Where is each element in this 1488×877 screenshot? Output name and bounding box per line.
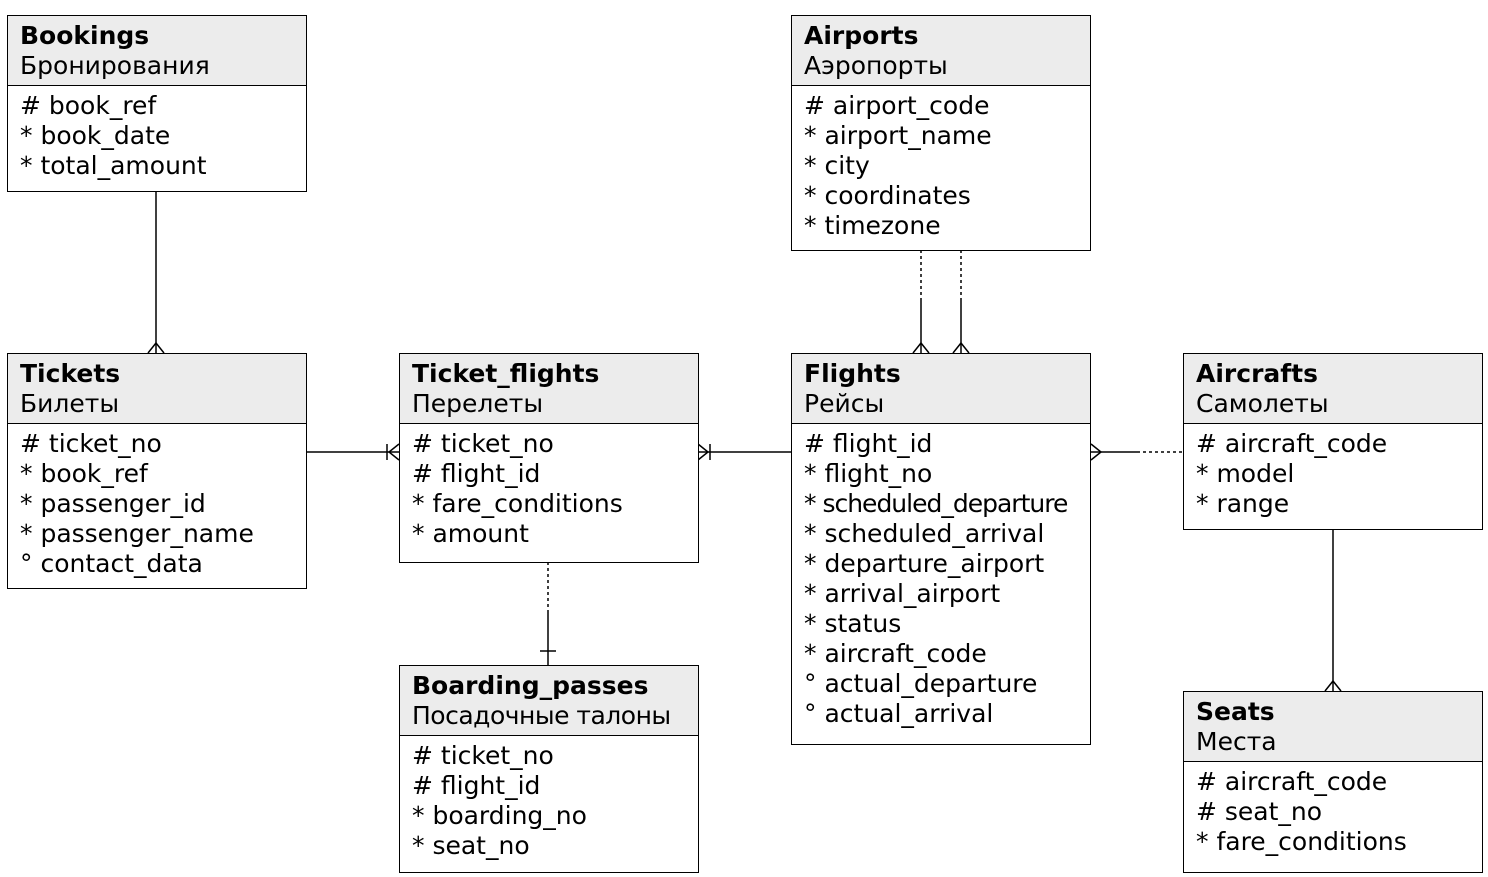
attribute: ° actual_arrival: [804, 699, 994, 728]
entity-subtitle: Перелеты: [412, 389, 544, 418]
entity-name: Airports: [804, 21, 919, 50]
attribute: # flight_id: [412, 459, 541, 488]
rel-airports-flights-departure: [912, 250, 930, 354]
rel-aircrafts-seats: [1324, 529, 1342, 692]
attribute-list: # ticket_no # flight_id * boarding_no * …: [400, 736, 698, 861]
rel-tickets-ticket-flights: [306, 443, 400, 461]
attribute: # aircraft_code: [1196, 429, 1388, 458]
attribute: ° actual_departure: [804, 669, 1038, 698]
entity-header: Boarding_passes Посадочные талоны: [400, 666, 698, 736]
entity-subtitle: Рейсы: [804, 389, 885, 418]
entity-name: Flights: [804, 359, 901, 388]
attribute: * arrival_airport: [804, 579, 1001, 608]
entity-bookings[interactable]: Bookings Бронирования # book_ref * book_…: [7, 15, 307, 192]
attribute: # ticket_no: [20, 429, 162, 458]
entity-name: Aircrafts: [1196, 359, 1318, 388]
attribute: * departure_airport: [804, 549, 1045, 578]
entity-aircrafts[interactable]: Aircrafts Самолеты # aircraft_code * mod…: [1183, 353, 1483, 530]
rel-airports-flights-arrival: [952, 250, 970, 354]
attribute: * model: [1196, 459, 1295, 488]
attribute: # seat_no: [1196, 797, 1323, 826]
attribute-list: # aircraft_code # seat_no * fare_conditi…: [1184, 762, 1482, 857]
entity-header: Bookings Бронирования: [8, 16, 306, 86]
attribute: * book_date: [20, 121, 171, 150]
entity-subtitle: Бронирования: [20, 51, 210, 80]
attribute-list: # book_ref * book_date * total_amount: [8, 86, 306, 181]
attribute: * scheduled_departure: [804, 489, 1068, 518]
attribute: * scheduled_arrival: [804, 519, 1045, 548]
attribute: * amount: [412, 519, 529, 548]
entity-subtitle: Самолеты: [1196, 389, 1329, 418]
rel-flights-ticket-flights: [697, 443, 791, 461]
entity-flights[interactable]: Flights Рейсы # flight_id * flight_no * …: [791, 353, 1091, 745]
attribute-list: # ticket_no * book_ref * passenger_id * …: [8, 424, 306, 579]
entity-subtitle: Места: [1196, 727, 1277, 756]
attribute-list: # aircraft_code * model * range: [1184, 424, 1482, 519]
entity-name: Tickets: [20, 359, 121, 388]
entity-header: Ticket_flights Перелеты: [400, 354, 698, 424]
entity-boarding-passes[interactable]: Boarding_passes Посадочные талоны # tick…: [399, 665, 699, 873]
entity-header: Aircrafts Самолеты: [1184, 354, 1482, 424]
attribute: # ticket_no: [412, 741, 554, 770]
attribute-list: # airport_code * airport_name * city * c…: [792, 86, 1090, 241]
attribute: * airport_name: [804, 121, 992, 150]
attribute: # aircraft_code: [1196, 767, 1388, 796]
entity-header: Tickets Билеты: [8, 354, 306, 424]
attribute: # airport_code: [804, 91, 990, 120]
entity-ticket-flights[interactable]: Ticket_flights Перелеты # ticket_no # fl…: [399, 353, 699, 563]
attribute: * city: [804, 151, 870, 180]
attribute: * status: [804, 609, 902, 638]
attribute: * passenger_id: [20, 489, 206, 518]
entity-header: Airports Аэропорты: [792, 16, 1090, 86]
rel-ticket-flights-boarding-passes: [540, 562, 556, 665]
entity-header: Flights Рейсы: [792, 354, 1090, 424]
attribute: * total_amount: [20, 151, 207, 180]
attribute: # flight_id: [804, 429, 933, 458]
entity-subtitle: Билеты: [20, 389, 120, 418]
attribute: * fare_conditions: [412, 489, 623, 518]
entity-tickets[interactable]: Tickets Билеты # ticket_no * book_ref * …: [7, 353, 307, 589]
attribute: * boarding_no: [412, 801, 587, 830]
entity-header: Seats Места: [1184, 692, 1482, 762]
attribute: * seat_no: [412, 831, 530, 860]
entity-subtitle: Посадочные талоны: [412, 701, 671, 730]
attribute: ° contact_data: [20, 549, 203, 578]
entity-subtitle: Аэропорты: [804, 51, 948, 80]
attribute: # ticket_no: [412, 429, 554, 458]
attribute: # book_ref: [20, 91, 157, 120]
attribute: * timezone: [804, 211, 941, 240]
entity-name: Ticket_flights: [412, 359, 600, 388]
attribute: * coordinates: [804, 181, 971, 210]
attribute-list: # ticket_no # flight_id * fare_condition…: [400, 424, 698, 549]
attribute: * passenger_name: [20, 519, 254, 548]
entity-airports[interactable]: Airports Аэропорты # airport_code * airp…: [791, 15, 1091, 251]
attribute: * flight_no: [804, 459, 933, 488]
entity-name: Boarding_passes: [412, 671, 649, 700]
entity-name: Bookings: [20, 21, 150, 50]
rel-aircrafts-flights: [1090, 443, 1183, 461]
rel-bookings-tickets: [147, 191, 165, 354]
attribute: * aircraft_code: [804, 639, 987, 668]
attribute: * fare_conditions: [1196, 827, 1407, 856]
entity-seats[interactable]: Seats Места # aircraft_code # seat_no * …: [1183, 691, 1483, 873]
entity-name: Seats: [1196, 697, 1275, 726]
attribute: * range: [1196, 489, 1290, 518]
attribute-list: # flight_id * flight_no * scheduled_depa…: [792, 424, 1090, 729]
attribute: * book_ref: [20, 459, 148, 488]
attribute: # flight_id: [412, 771, 541, 800]
